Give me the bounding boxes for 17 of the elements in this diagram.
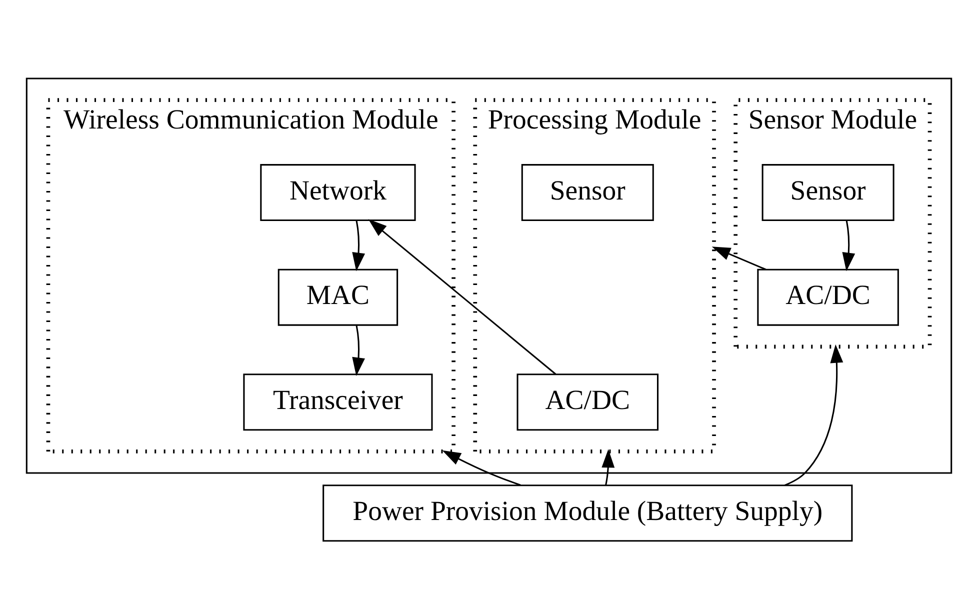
- node-box: AC/DC: [516, 374, 659, 431]
- node-box: Transceiver: [243, 374, 433, 431]
- arrow: [784, 344, 844, 486]
- arrow: [352, 325, 366, 376]
- arrow: [368, 219, 556, 375]
- arrow: [442, 450, 521, 486]
- arrow: [712, 246, 766, 270]
- node-box: MAC: [278, 268, 398, 326]
- node-box: Sensor: [521, 164, 654, 222]
- node-box: Power Provision Module (Battery Supply): [322, 484, 853, 542]
- cluster: [26, 78, 952, 474]
- arrow: [602, 449, 615, 486]
- node-box: Network: [260, 164, 416, 222]
- arrow: [352, 220, 366, 272]
- node-box: AC/DC: [757, 268, 899, 326]
- arrow: [842, 220, 856, 272]
- node-box: Sensor: [762, 164, 894, 222]
